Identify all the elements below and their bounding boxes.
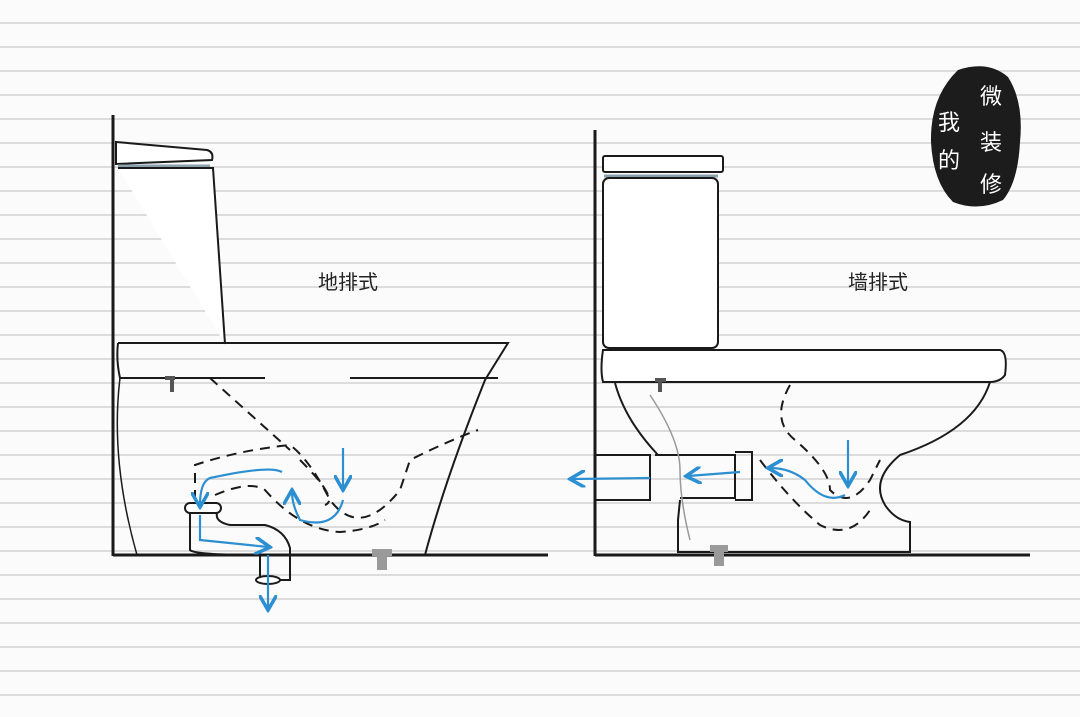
svg-text:我: 我 [938,111,960,136]
tank-body [118,167,226,345]
svg-text:微: 微 [980,85,1002,110]
wall-drain-flow-arrows [572,440,848,499]
bowl-outline [118,342,510,556]
floor-bolt [372,549,392,570]
svg-text:修: 修 [980,173,1002,198]
brand-logo: 微 装 修 我 的 [930,66,1021,207]
bowl-rim [600,349,1007,383]
floor-drain-flow-arrows [200,448,343,608]
wall-drain-toilet [593,130,1030,566]
tank-lid [115,140,214,166]
tank-body [602,177,719,349]
tank-lid [602,155,724,173]
floor-drain-label: 地排式 [318,270,378,294]
floor-bolt [710,545,728,566]
svg-text:的: 的 [938,149,960,174]
wall-drain-label: 墙排式 [848,270,908,294]
floor-drain-toilet [111,115,548,585]
svg-text:装: 装 [980,131,1002,156]
